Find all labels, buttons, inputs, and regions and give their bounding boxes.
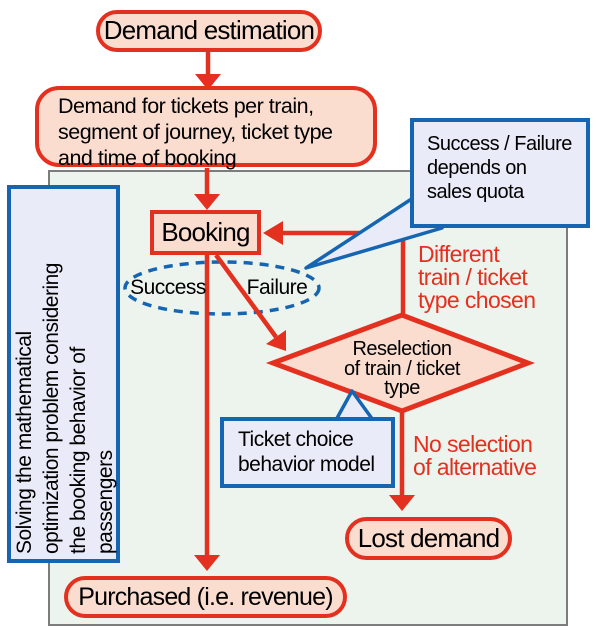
node-booking-label: Booking [161,216,250,247]
label-failure: Failure [238,276,316,300]
annotation-different-line3: type chosen [418,287,536,313]
node-demand-detail-line1: Demand for tickets per train, [58,94,314,118]
annotation-different-choice: Different train / ticket type chosen [418,241,536,313]
callout-sales-quota-line1: Success / Failure [427,133,572,155]
reselection-diamond [265,312,536,414]
node-demand-detail-line2: segment of journey, ticket type [58,120,333,144]
sidebar-line2: optimization problem considering [39,263,63,554]
callout-ticket-choice-line2: behavior model [238,453,375,476]
callout-sales-quota-line2: depends on [427,157,527,179]
annotation-different-line1: Different [418,241,500,267]
node-demand-detail: Demand for tickets per train, segment of… [35,86,377,170]
arrowhead-down-lost [389,495,415,511]
sidebar-line1: Solving the mathematical [12,331,36,554]
node-reselection-line3: type [384,377,420,399]
callout-ticket-choice-line1: Ticket choice [238,428,354,451]
node-demand-estimation-label: Demand estimation [103,15,315,46]
label-failure-text: Failure [246,276,308,300]
success-failure-ellipse [123,260,321,316]
arrowhead-down-2 [194,194,220,210]
annotation-no-selection-line2: of alternative [413,454,537,480]
node-demand-estimation: Demand estimation [96,10,322,52]
node-purchased: Purchased (i.e. revenue) [64,576,347,618]
annotation-different-line2: train / ticket [418,264,528,290]
node-reselection-line2: of train / ticket [344,357,461,380]
arrowhead-loop-left [263,221,283,245]
node-demand-detail-line3: and time of booking [58,146,237,170]
red-arrows [194,52,415,571]
arrowhead-failure [266,330,286,351]
sidebar-line3: the booking behavior of [66,347,90,554]
arrowhead-down-success [194,555,220,571]
node-lost-demand: Lost demand [345,517,512,560]
label-success-text: Success [130,276,206,300]
node-lost-demand-label: Lost demand [357,522,500,553]
sidebar-optimization-text: Solving the mathematical optimization pr… [11,194,117,554]
node-purchased-label: Purchased (i.e. revenue) [78,583,333,611]
sidebar-optimization-note: Solving the mathematical optimization pr… [7,185,120,563]
callout-ticket-choice: Ticket choice behavior model [220,417,395,488]
annotation-no-selection: No selection of alternative [413,431,537,480]
node-booking: Booking [150,210,261,255]
node-reselection-label: Reselection of train / ticket type [298,338,506,399]
sidebar-line4: passengers [93,450,117,554]
annotation-no-selection-line1: No selection [413,431,533,457]
arrowhead-down-1 [195,74,221,90]
callout-sales-quota: Success / Failure depends on sales quota [410,118,590,228]
label-success: Success [128,276,208,300]
callout-sales-quota-line3: sales quota [427,181,524,203]
node-reselection-line1: Reselection [352,338,452,360]
